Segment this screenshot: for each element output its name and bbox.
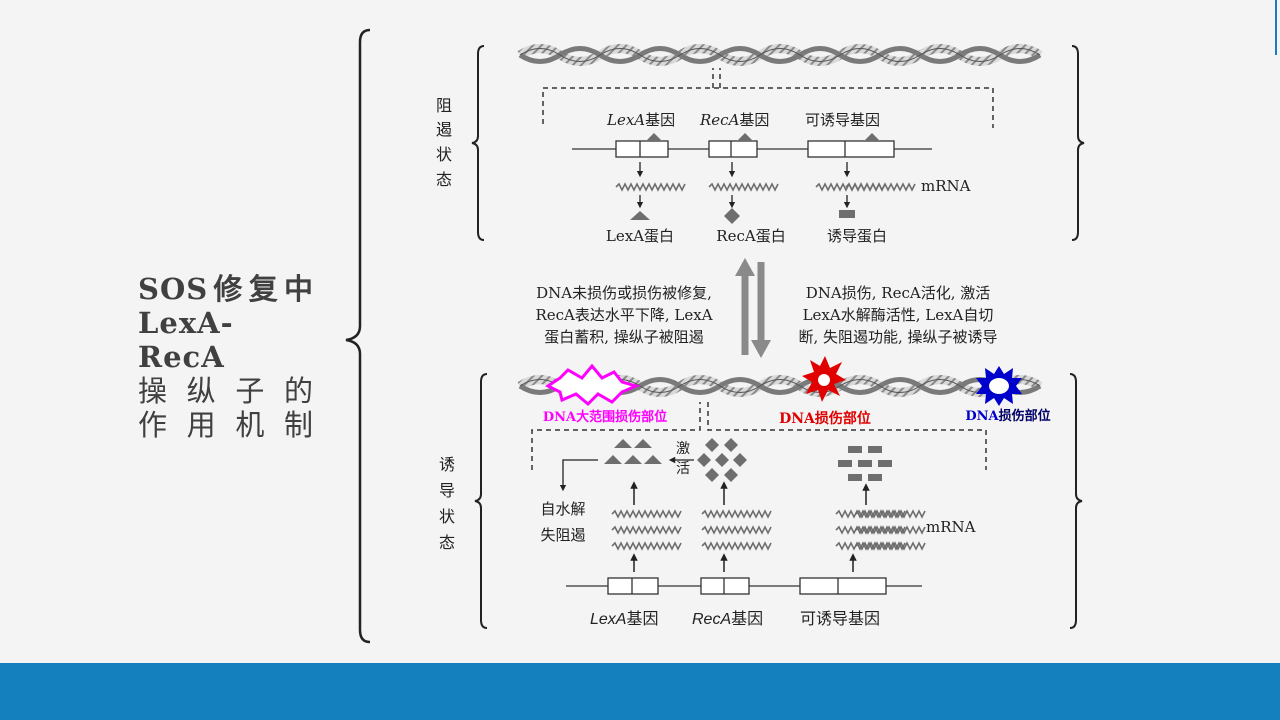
red-damage-core bbox=[818, 374, 830, 386]
inducible-gene-box bbox=[807, 140, 895, 158]
lexa-gene-box-induced bbox=[607, 577, 659, 595]
bound-lexa-repressor bbox=[737, 133, 753, 141]
reca-gene-box-induced bbox=[700, 577, 750, 595]
zoom-dashes-induced bbox=[531, 402, 987, 470]
induced-state-char-4: 态 bbox=[439, 533, 455, 552]
reca-gene-label: RecA基因 bbox=[699, 111, 769, 129]
mrna-label-repressed: mRNA bbox=[921, 177, 971, 195]
induced-state-char-1: 诱 bbox=[439, 455, 455, 474]
dna-helix-repressed bbox=[517, 44, 1043, 66]
repressed-state-char-2: 遏 bbox=[436, 120, 452, 139]
repression-condition-line-3: 蛋白蓄积, 操纵子被阻遏 bbox=[544, 328, 704, 346]
reca-protein-cluster bbox=[697, 438, 747, 482]
activate-char-1: 激 bbox=[676, 440, 690, 457]
reca-gene-label-induced: RecA基因 bbox=[692, 609, 763, 628]
self-cleave-line-2: 失阻遏 bbox=[540, 526, 585, 544]
inducible-gene-box-induced bbox=[799, 577, 887, 595]
bound-lexa-repressor bbox=[646, 133, 662, 141]
lexa-protein-cluster bbox=[604, 439, 662, 464]
induced-right-brace bbox=[1069, 373, 1083, 629]
repressed-state-char-3: 状 bbox=[436, 145, 452, 164]
repressed-state-char-4: 态 bbox=[436, 170, 452, 189]
reca-protein-icon bbox=[724, 208, 740, 224]
lexa-gene-label-induced: LexA基因 bbox=[590, 609, 658, 628]
outer-brace bbox=[345, 28, 371, 644]
lexa-protein-icon bbox=[630, 211, 650, 220]
mrna-wave bbox=[611, 542, 682, 550]
blue-damage-label: DNA损伤部位 bbox=[965, 408, 1050, 424]
zoom-dashes-repressed bbox=[542, 68, 994, 128]
lexa-gene-box bbox=[615, 140, 669, 158]
mrna-wave bbox=[701, 526, 772, 534]
lexa-gene-label: LexA基因 bbox=[606, 111, 675, 129]
inducible-protein-cluster bbox=[838, 446, 892, 481]
mrna-wave bbox=[845, 183, 916, 191]
induced-state-char-3: 状 bbox=[439, 507, 455, 526]
title-line-3: 操 纵 子 的 bbox=[138, 374, 314, 408]
mrna-label-induced: mRNA bbox=[926, 518, 976, 536]
blue-damage-core bbox=[989, 378, 1009, 394]
large-damage-label: DNA大范围损伤部位 bbox=[543, 409, 667, 425]
footer-bar bbox=[0, 663, 1280, 720]
induction-condition-line-3: 断, 失阻遏功能, 操纵子被诱导 bbox=[798, 328, 997, 346]
reca-gene-box bbox=[708, 140, 758, 158]
activate-char-2: 活 bbox=[676, 461, 690, 477]
induced-state-char-2: 导 bbox=[439, 481, 455, 500]
repressed-left-brace bbox=[471, 45, 485, 241]
self-cleave-line-1: 自水解 bbox=[540, 500, 585, 518]
red-damage-label: DNA损伤部位 bbox=[779, 410, 871, 427]
reca-protein-label: RecA蛋白 bbox=[716, 227, 785, 245]
inducible-protein-label: 诱导蛋白 bbox=[827, 227, 887, 245]
edge-accent bbox=[1275, 0, 1277, 55]
slide-title: SOS修复中 LexA-RecA 操 纵 子 的 作 用 机 制 bbox=[138, 272, 314, 442]
mrna-wave bbox=[615, 183, 686, 191]
induction-condition-line-1: DNA损伤, RecA活化, 激活 bbox=[806, 284, 990, 302]
mrna-wave bbox=[701, 510, 772, 518]
title-line-1: SOS修复中 bbox=[138, 272, 314, 306]
repressed-right-brace bbox=[1071, 45, 1085, 241]
large-damage-burst bbox=[545, 363, 641, 407]
transition-arrows bbox=[735, 258, 771, 358]
inducible-gene-label: 可诱导基因 bbox=[805, 111, 880, 129]
repression-condition-line-2: RecA表达水平下降, LexA bbox=[535, 306, 712, 324]
title-line-4: 作 用 机 制 bbox=[138, 408, 314, 442]
mrna-wave bbox=[611, 510, 682, 518]
mrna-wave bbox=[701, 542, 772, 550]
mrna-wave bbox=[611, 526, 682, 534]
repressed-state-char-1: 阻 bbox=[436, 96, 452, 115]
induction-condition-line-2: LexA水解酶活性, LexA自切 bbox=[803, 306, 994, 324]
induced-left-brace bbox=[474, 373, 488, 629]
inducible-protein-icon bbox=[839, 210, 855, 218]
bound-lexa-repressor bbox=[864, 133, 880, 141]
repression-condition-line-1: DNA未损伤或损伤被修复, bbox=[536, 284, 712, 302]
mrna-wave bbox=[708, 183, 779, 191]
inducible-gene-label-induced: 可诱导基因 bbox=[800, 609, 880, 628]
title-line-2: LexA-RecA bbox=[138, 306, 234, 374]
lexa-protein-label: LexA蛋白 bbox=[606, 227, 674, 245]
self-cleave-arrow bbox=[559, 459, 598, 492]
